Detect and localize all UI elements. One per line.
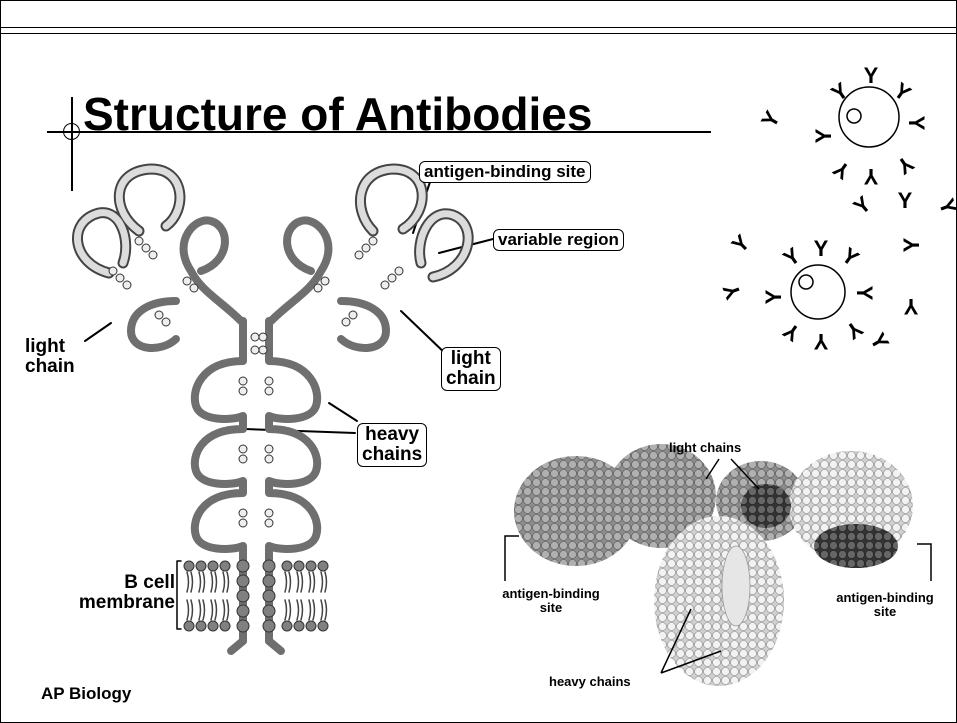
footer-ap-biology: AP Biology bbox=[41, 685, 131, 703]
label-model-antigen-binding-right-line2: site bbox=[819, 605, 951, 619]
label-light-chain-right: light chain bbox=[441, 347, 501, 391]
label-light-chain-left-line2: chain bbox=[25, 357, 75, 377]
label-model-antigen-binding-right-line1: antigen-binding bbox=[819, 591, 951, 605]
label-antigen-binding-site: antigen-binding site bbox=[419, 161, 591, 183]
label-model-heavy-chains: heavy chains bbox=[549, 675, 631, 689]
label-model-antigen-binding-left: antigen-binding site bbox=[485, 587, 617, 614]
label-light-chain-right-line1: light bbox=[446, 349, 496, 369]
label-antigen-binding-site-text: antigen-binding site bbox=[424, 162, 586, 181]
label-model-antigen-binding-left-line1: antigen-binding bbox=[485, 587, 617, 601]
label-heavy-chains: heavy chains bbox=[357, 423, 427, 467]
label-model-light-chains: light chains bbox=[669, 441, 741, 455]
label-b-cell-line2: membrane bbox=[77, 593, 175, 613]
label-variable-region-text: variable region bbox=[498, 230, 619, 249]
label-b-cell-membrane: B cell membrane bbox=[77, 573, 175, 613]
label-variable-region: variable region bbox=[493, 229, 624, 251]
molecule-lobes bbox=[514, 444, 913, 686]
label-light-chain-right-line2: chain bbox=[446, 369, 496, 389]
label-model-antigen-binding-left-line2: site bbox=[485, 601, 617, 615]
label-heavy-chains-line2: chains bbox=[362, 445, 422, 465]
label-heavy-chains-line1: heavy bbox=[362, 425, 422, 445]
label-light-chain-left: light chain bbox=[25, 337, 75, 377]
label-light-chain-left-line1: light bbox=[25, 337, 75, 357]
label-model-antigen-binding-right: antigen-binding site bbox=[819, 591, 951, 618]
label-b-cell-line1: B cell bbox=[77, 573, 175, 593]
